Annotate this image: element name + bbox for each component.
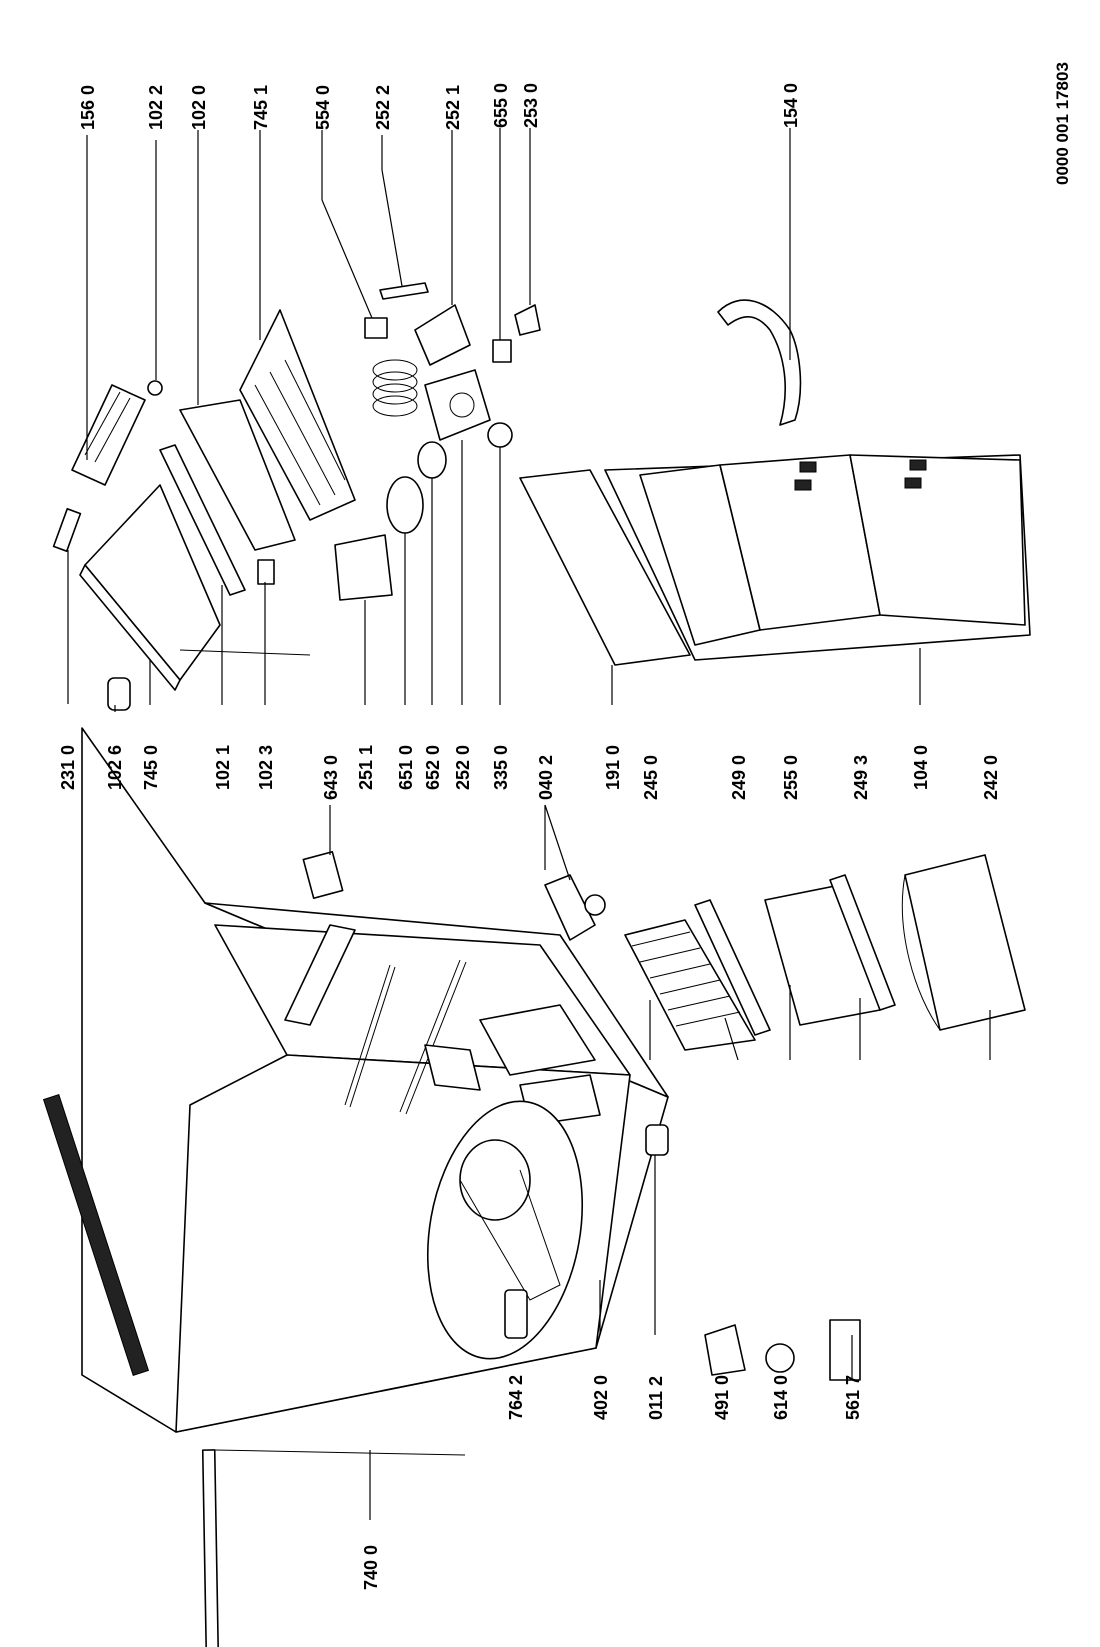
label-745-1: 745 1 xyxy=(251,85,271,130)
label-335-0: 335 0 xyxy=(491,745,511,790)
lamp-cover-part xyxy=(334,534,393,601)
part-labels: 156 0 102 2 102 0 745 1 554 0 252 2 252 … xyxy=(58,62,1072,1590)
overload-part xyxy=(765,1343,795,1373)
cover-plate-part xyxy=(302,850,344,900)
label-242-0: 242 0 xyxy=(981,755,1001,800)
label-249-0: 249 0 xyxy=(729,755,749,800)
label-231-0: 231 0 xyxy=(58,745,78,790)
rail-part-1020 xyxy=(179,399,296,551)
label-655-0: 655 0 xyxy=(491,83,511,128)
spring-part xyxy=(372,359,418,417)
scraper-part xyxy=(52,508,82,552)
relay-part xyxy=(704,1324,746,1376)
socket-part xyxy=(107,677,131,711)
door-handle-part xyxy=(717,299,802,426)
label-102-2: 102 2 xyxy=(146,85,166,130)
glass-shelf-part xyxy=(239,309,356,521)
freezer-flap xyxy=(79,484,311,691)
spring-cap-part xyxy=(364,317,388,339)
label-764-2: 764 2 xyxy=(506,1375,526,1420)
capacitor-part xyxy=(504,1289,528,1339)
thermostat-cover-part xyxy=(414,304,471,366)
rail-part-1021 xyxy=(159,444,246,596)
leader-lines xyxy=(67,128,991,1520)
label-651-0: 651 0 xyxy=(396,745,416,790)
label-252-0: 252 0 xyxy=(453,745,473,790)
label-252-2: 252 2 xyxy=(373,85,393,130)
knob-part xyxy=(487,422,513,448)
wire-shelf-part xyxy=(624,919,756,1051)
label-745-0: 745 0 xyxy=(141,745,161,790)
label-102-6: 102 6 xyxy=(105,745,125,790)
ice-tray xyxy=(71,384,146,486)
crisper-drawer-part xyxy=(901,854,1026,1031)
shelf-trim-part xyxy=(694,899,771,1036)
label-011-2: 011 2 xyxy=(646,1376,666,1420)
label-614-0: 614 0 xyxy=(771,1375,791,1420)
label-102-0: 102 0 xyxy=(189,85,209,130)
door-seal-part xyxy=(519,469,691,666)
cabinet-body xyxy=(42,727,669,1647)
panel-trim-part xyxy=(829,874,896,1011)
label-253-0: 253 0 xyxy=(521,83,541,128)
switch-part xyxy=(492,339,512,363)
thermostat-sensor-part xyxy=(829,1319,861,1381)
label-251-1: 251 1 xyxy=(356,745,376,790)
document-reference-number: 0000 001 17803 xyxy=(1053,62,1072,185)
door-part xyxy=(604,454,1031,661)
bulb-part xyxy=(386,476,424,534)
label-402-0: 402 0 xyxy=(591,1375,611,1420)
thermostat-bracket-part xyxy=(379,282,429,300)
label-249-3: 249 3 xyxy=(851,755,871,800)
label-255-0: 255 0 xyxy=(781,755,801,800)
label-104-0: 104 0 xyxy=(911,745,931,790)
hinge-part xyxy=(544,874,606,941)
label-245-0: 245 0 xyxy=(641,755,661,800)
label-156-0: 156 0 xyxy=(78,85,98,130)
label-102-3: 102 3 xyxy=(256,745,276,790)
label-554-0: 554 0 xyxy=(313,85,333,130)
label-561-7: 561 7 xyxy=(843,1375,863,1420)
label-102-1: 102 1 xyxy=(213,745,233,790)
label-252-1: 252 1 xyxy=(443,85,463,130)
screw-part xyxy=(147,380,163,396)
label-191-0: 191 0 xyxy=(603,745,623,790)
foot-part xyxy=(645,1124,669,1156)
label-740-0: 740 0 xyxy=(361,1545,381,1590)
label-040-2: 040 2 xyxy=(536,755,556,800)
label-652-0: 652 0 xyxy=(423,745,443,790)
lamp-holder-part xyxy=(417,441,447,479)
label-154-0: 154 0 xyxy=(781,83,801,128)
thermostat-knob-part xyxy=(514,304,541,336)
label-643-0: 643 0 xyxy=(321,755,341,800)
clip-part xyxy=(257,559,275,585)
thermostat-housing-part xyxy=(424,369,491,441)
label-491-0: 491 0 xyxy=(712,1375,732,1420)
